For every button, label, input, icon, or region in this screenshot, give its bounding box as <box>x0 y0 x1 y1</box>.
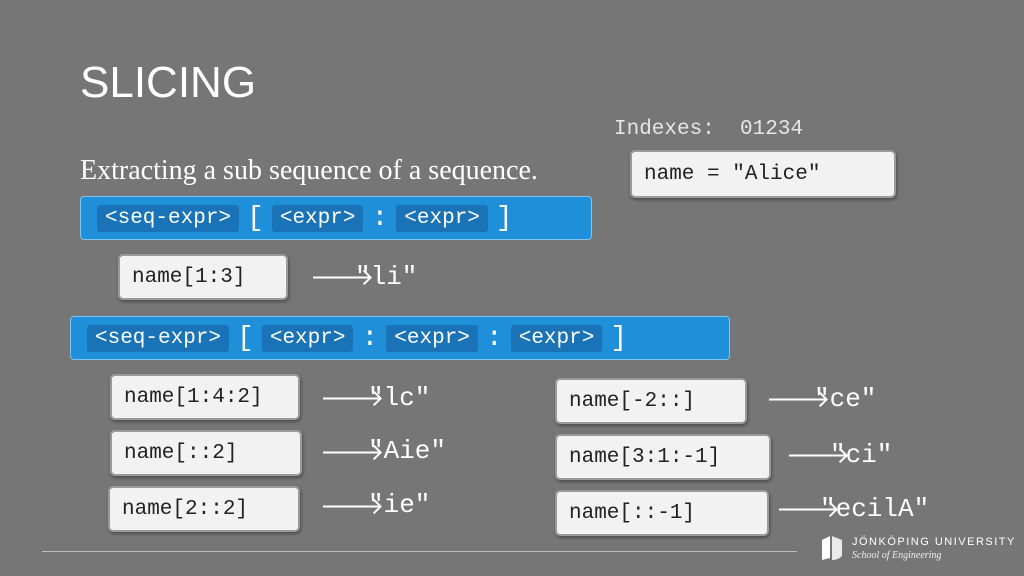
end-expr-chip: <expr> <box>386 324 478 352</box>
arrow-icon: 🡒 <box>776 495 841 523</box>
assignment-code: name = "Alice" <box>644 162 821 186</box>
seq-expr-chip: <seq-expr> <box>87 324 230 352</box>
example-expr: name[1:3] <box>132 265 246 289</box>
colon: : <box>485 322 503 354</box>
example-box-7: name[::-1] <box>555 490 769 536</box>
example-result: "Aie" <box>368 436 447 466</box>
example-expr: name[::-1] <box>569 501 696 525</box>
example-result: "ce" <box>814 384 877 414</box>
colon: : <box>361 322 379 354</box>
close-bracket: ] <box>495 202 513 234</box>
example-expr: name[2::2] <box>122 497 249 521</box>
slice-syntax-step: <seq-expr> [ <expr> : <expr> : <expr> ] <box>70 316 730 360</box>
arrow-icon: 🡒 <box>310 263 375 291</box>
slice-syntax-basic: <seq-expr> [ <expr> : <expr> ] <box>80 196 592 240</box>
example-expr: name[-2::] <box>569 389 696 413</box>
arrow-icon: 🡒 <box>320 384 385 412</box>
arrow-icon: 🡒 <box>320 492 385 520</box>
logo-school-name: School of Engineering <box>852 549 942 561</box>
indexes-label: Indexes: 01234 <box>614 118 804 141</box>
example-result: "ci" <box>830 440 893 470</box>
example-result: "ie" <box>368 490 431 520</box>
arrow-icon: 🡒 <box>320 438 385 466</box>
example-expr: name[::2] <box>124 441 238 465</box>
close-bracket: ] <box>610 322 628 354</box>
example-result: "ecilA" <box>820 494 930 524</box>
example-box-4: name[2::2] <box>108 486 300 532</box>
colon: : <box>371 202 389 234</box>
seq-expr-chip: <seq-expr> <box>97 204 240 232</box>
open-bracket: [ <box>247 202 264 234</box>
example-box-2: name[1:4:2] <box>110 374 300 420</box>
example-result: "li" <box>355 262 418 292</box>
open-bracket: [ <box>237 322 254 354</box>
slide-title: SLICING <box>80 58 257 107</box>
example-box-3: name[::2] <box>110 430 302 476</box>
university-logo: JÖNKÖPING UNIVERSITY School of Engineeri… <box>820 534 1016 562</box>
logo-university-name: JÖNKÖPING UNIVERSITY <box>852 535 1016 548</box>
slide-subtitle: Extracting a sub sequence of a sequence. <box>80 155 538 186</box>
example-result: "lc" <box>368 383 431 413</box>
start-expr-chip: <expr> <box>271 204 364 232</box>
university-logo-icon <box>822 536 842 560</box>
example-box-1: name[1:3] <box>118 254 288 300</box>
arrow-icon: 🡒 <box>766 385 831 413</box>
example-expr: name[3:1:-1] <box>569 445 721 469</box>
step-expr-chip: <expr> <box>510 324 603 352</box>
footer-divider <box>42 551 797 552</box>
example-box-5: name[-2::] <box>555 378 747 424</box>
end-expr-chip: <expr> <box>396 204 488 232</box>
assignment-box: name = "Alice" <box>630 150 896 198</box>
logo-text: JÖNKÖPING UNIVERSITY School of Engineeri… <box>852 536 1016 561</box>
start-expr-chip: <expr> <box>261 324 354 352</box>
arrow-icon: 🡒 <box>786 441 851 469</box>
example-expr: name[1:4:2] <box>124 385 263 409</box>
example-box-6: name[3:1:-1] <box>555 434 771 480</box>
